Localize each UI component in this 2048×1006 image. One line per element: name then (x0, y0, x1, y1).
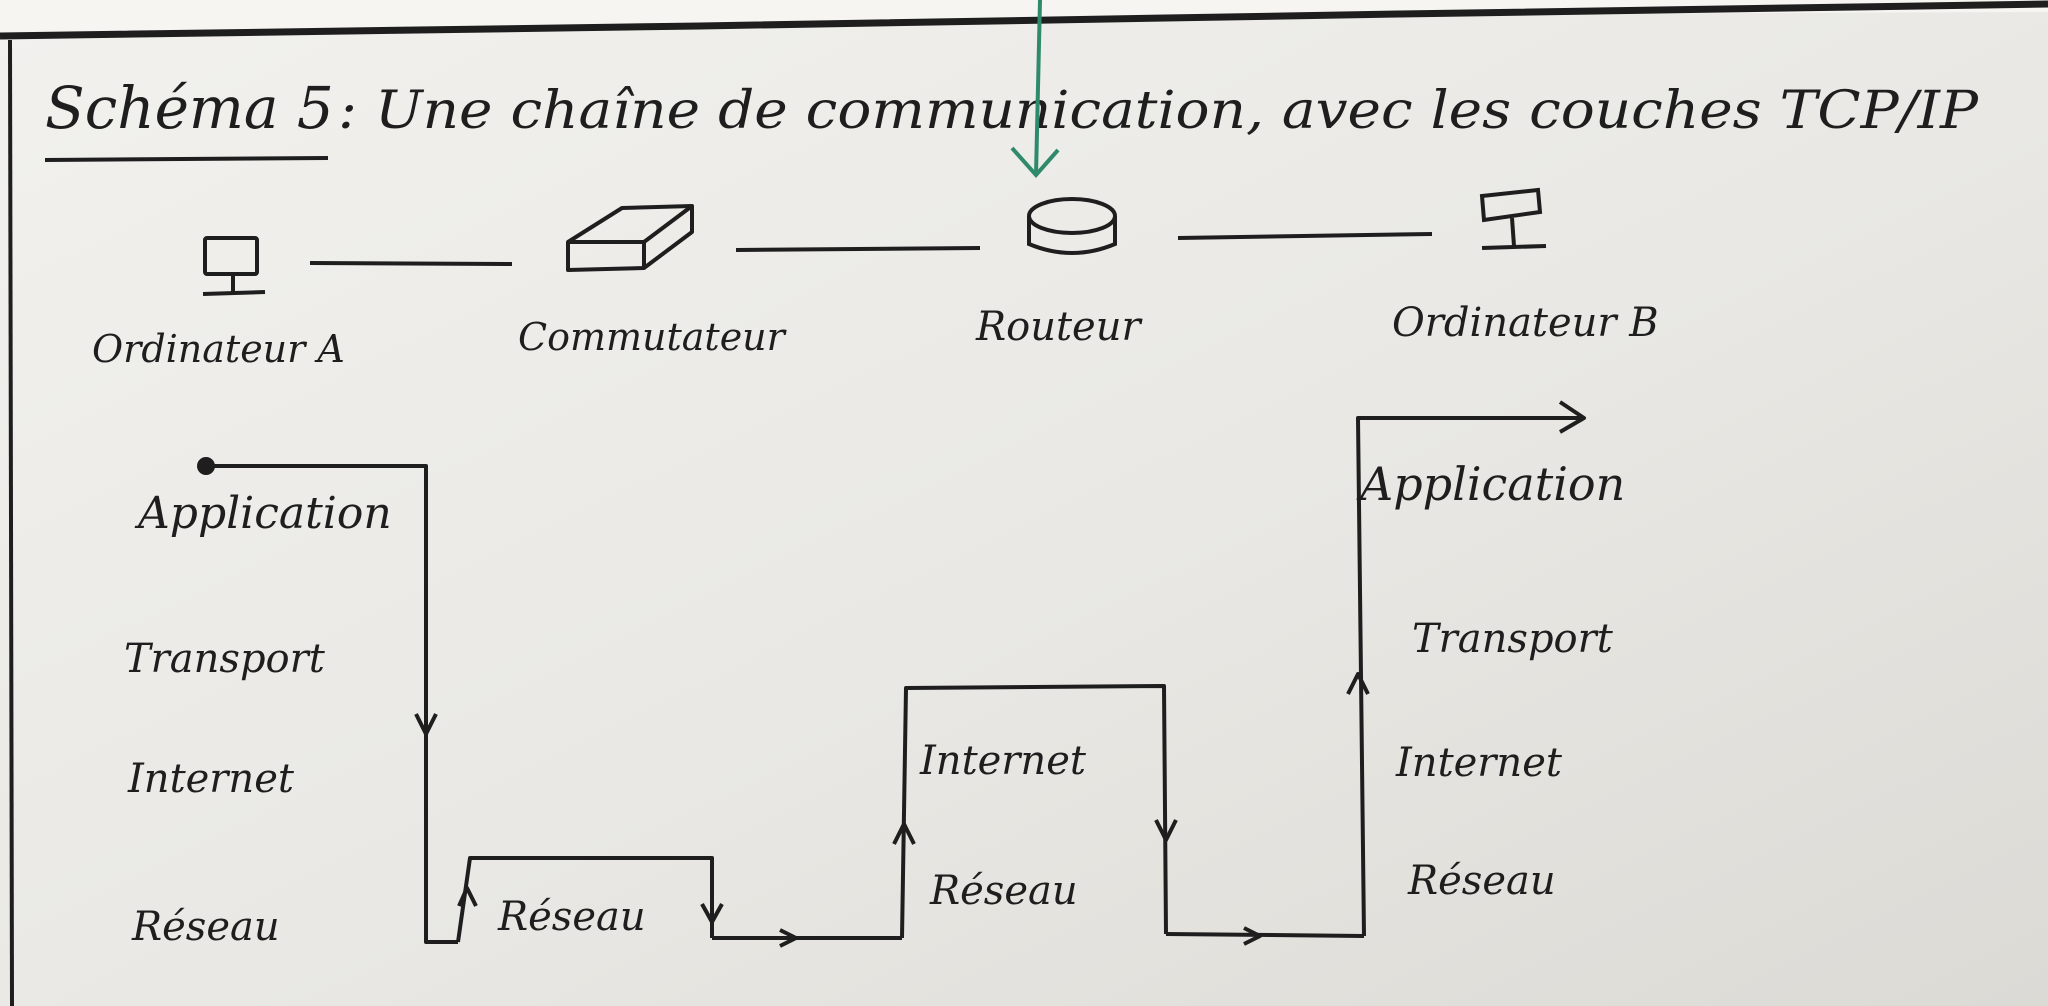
title-prefix: Schéma 5 (45, 74, 334, 142)
layer-application: Application (134, 488, 392, 539)
router-icon (1027, 197, 1117, 255)
layer-reseau: Réseau (131, 904, 280, 950)
path-router (900, 684, 1168, 939)
device-label: Ordinateur A (92, 327, 345, 371)
frame-left-line (8, 39, 14, 1006)
path-computer-b (1356, 416, 1582, 937)
device-router: Routeur (975, 197, 1143, 350)
arrow-up-router (892, 822, 916, 845)
frame-top-line (0, 0, 2048, 40)
layer-transport: Transport (1412, 616, 1614, 662)
path-link-router-b (1165, 932, 1365, 938)
arrow-down-router (1154, 819, 1178, 842)
title-underline (44, 156, 329, 162)
arrow-down-a (414, 713, 438, 736)
link-router-b (1177, 232, 1433, 240)
device-computer-b: Ordinateur B (1392, 187, 1659, 346)
layer-internet: Internet (1395, 740, 1563, 786)
computer-icon (202, 236, 266, 296)
data-path (197, 400, 1586, 948)
stack-computer-a: Application Transport Internet Réseau (124, 488, 392, 950)
green-marker-arrow (1010, 0, 1060, 179)
layer-internet: Internet (127, 756, 295, 802)
layer-transport: Transport (124, 636, 326, 682)
layer-reseau: Réseau (929, 868, 1078, 914)
path-switch (456, 856, 714, 943)
arrow-down-switch (700, 903, 724, 924)
layer-application: Application (1356, 457, 1625, 511)
title-text: : Une chaîne de communication, avec les … (338, 81, 1979, 141)
path-computer-a (206, 464, 458, 944)
layer-internet: Internet (919, 738, 1087, 784)
layer-reseau: Réseau (1407, 858, 1556, 904)
arrow-right-top (1558, 400, 1586, 434)
device-label: Routeur (975, 304, 1143, 350)
device-computer-a: Ordinateur A (92, 236, 345, 371)
link-a-switch (309, 261, 513, 266)
device-label: Commutateur (518, 315, 788, 359)
switch-icon (566, 204, 694, 272)
arrow-up-switch (457, 886, 478, 907)
arrow-right-1 (779, 928, 798, 948)
stack-router: Internet Réseau (919, 738, 1087, 914)
stack-computer-b: Application Transport Internet Réseau (1356, 457, 1625, 904)
device-label: Ordinateur B (1392, 300, 1659, 346)
switch-layer-reseau: Réseau (497, 894, 646, 940)
computer-icon (1479, 187, 1547, 250)
arrow-up-b (1346, 672, 1370, 695)
link-switch-router (735, 246, 981, 252)
device-switch: Commutateur (518, 204, 788, 359)
arrow-right-2 (1243, 926, 1262, 946)
